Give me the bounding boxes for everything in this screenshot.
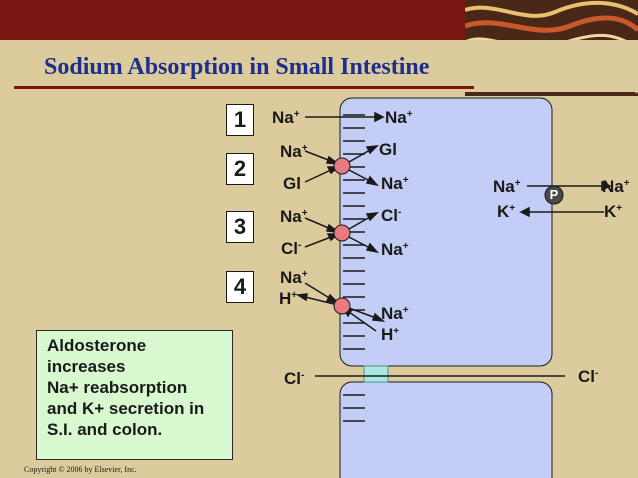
page-title: Sodium Absorption in Small Intestine	[44, 54, 430, 80]
s3-na-lumen: Na+	[280, 207, 308, 226]
chloride-cotransporter	[333, 224, 351, 242]
s4-na-lumen: Na+	[280, 268, 308, 287]
s2-na-cell: Na+	[381, 174, 409, 193]
brush-border	[343, 114, 365, 422]
pump-na-cell: Na+	[493, 177, 521, 196]
s4-na-cell: Na+	[381, 304, 409, 323]
note-line: Aldosterone	[47, 336, 147, 355]
pump-k-blood: K+	[604, 202, 623, 221]
note-line: and K+ secretion in	[47, 399, 205, 418]
s1-na-lumen: Na+	[272, 108, 300, 127]
title-underline	[14, 86, 474, 89]
note-line: S.I. and colon.	[47, 420, 163, 439]
s2-gl-lumen: Gl	[283, 174, 301, 193]
step-1-badge: 1	[226, 104, 254, 136]
aldosterone-note: Aldosterone increases Na+ reabsorption a…	[36, 330, 233, 460]
title-bar	[0, 40, 638, 92]
pump-k-cell: K+	[497, 202, 516, 221]
copyright-notice: Copyright © 2006 by Elsevier, Inc.	[24, 465, 137, 474]
step-3-badge: 3	[226, 211, 254, 243]
s3-na-cell: Na+	[381, 240, 409, 259]
cl-paracellular-lumen: Cl-	[284, 369, 305, 388]
step-2-badge: 2	[226, 153, 254, 185]
pump-letter: P	[549, 187, 559, 202]
enterocyte-cell-lower	[339, 381, 553, 478]
s2-na-lumen: Na+	[280, 142, 308, 161]
s3-cl-lumen: Cl-	[281, 239, 302, 258]
cl-paracellular-blood: Cl-	[578, 367, 599, 386]
sodium-hydrogen-exchanger	[333, 297, 351, 315]
transport-arrows	[295, 111, 612, 377]
tight-junction	[363, 365, 389, 383]
s4-h-cell: H+	[381, 325, 400, 344]
step-4-badge: 4	[226, 271, 254, 303]
glucose-cotransporter	[333, 157, 351, 175]
note-line: Na+ reabsorption	[47, 378, 188, 397]
s4-h-lumen: H+	[279, 289, 298, 308]
enterocyte-cell-upper	[339, 97, 553, 367]
sodium-potassium-pump	[544, 185, 564, 205]
pump-na-blood: Na+	[602, 177, 630, 196]
s1-na-cell: Na+	[385, 108, 413, 127]
s2-gl-cell: Gl	[379, 140, 397, 159]
s3-cl-cell: Cl-	[381, 206, 402, 225]
note-line: increases	[47, 357, 126, 376]
